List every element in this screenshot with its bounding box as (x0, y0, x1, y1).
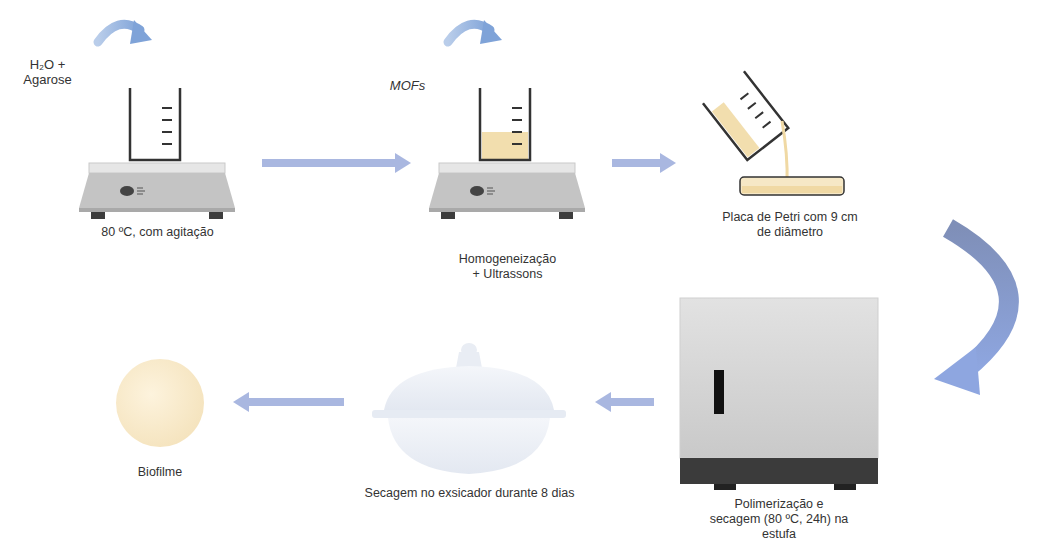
arrow-head (480, 20, 502, 44)
flow-arrow (595, 392, 654, 412)
flow-arrow (233, 392, 249, 412)
desiccator-step: Secagem no exsicador durante 8 dias (362, 338, 577, 501)
mixing-step: Homogeneização + Ultrassons (425, 60, 590, 282)
step-caption: Homogeneização + Ultrassons (458, 252, 558, 282)
illustration (672, 292, 886, 497)
oven-step: Polimerização e secagem (80 ºC, 24h) na … (672, 292, 886, 542)
illustration (75, 60, 240, 225)
arrow-head (130, 20, 152, 44)
flow-arrow (609, 398, 654, 406)
flow-arrow (262, 159, 397, 167)
illustration (105, 355, 215, 465)
flow-arrow (395, 153, 411, 173)
biofilm-result: Biofilme (105, 355, 215, 480)
step-caption: Biofilme (105, 465, 215, 480)
flow-arrow (660, 153, 676, 173)
flow-arrow (247, 398, 344, 406)
flow-arrow (595, 392, 611, 412)
flow-arrow (948, 228, 1009, 369)
flow-arrow (612, 153, 676, 173)
step-caption: Secagem no exsicador durante 8 dias (362, 486, 577, 501)
step-caption: Polimerização e secagem (80 ºC, 24h) na … (709, 497, 849, 542)
additive-label: MOFs (385, 78, 430, 93)
reagent-label: H₂O + Agarose (15, 57, 80, 87)
illustration (362, 338, 577, 486)
stirring-step: 80 ºC, com agitação (75, 60, 240, 240)
flow-arrow (233, 392, 344, 412)
step-caption: Placa de Petri com 9 cm de diâmetro (715, 210, 865, 240)
flow-arrow (612, 159, 662, 167)
illustration (425, 60, 590, 252)
flow-arrow (934, 228, 1009, 395)
flow-arrow (934, 347, 980, 395)
flow-arrow (262, 153, 411, 173)
illustration (690, 55, 890, 210)
casting-step: Placa de Petri com 9 cm de diâmetro (690, 55, 890, 240)
step-caption: 80 ºC, com agitação (78, 225, 238, 240)
